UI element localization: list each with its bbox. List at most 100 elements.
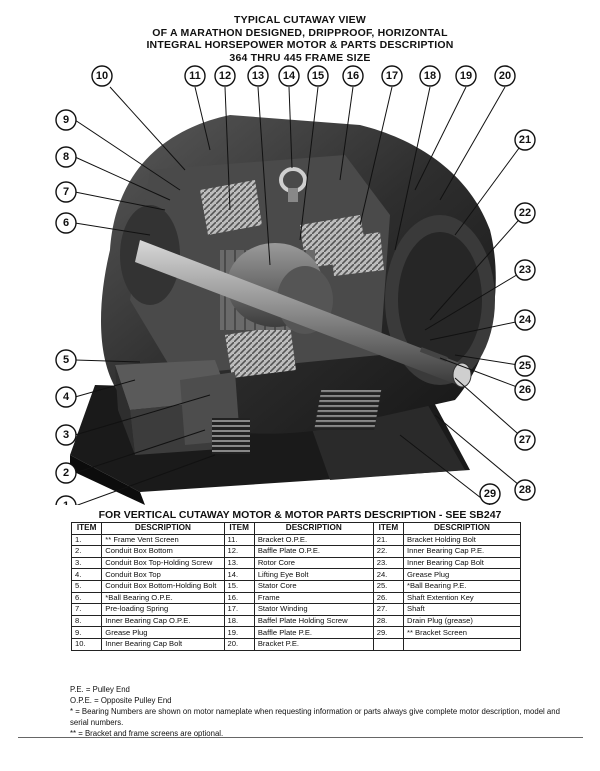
item-description: Stator Winding	[253, 603, 374, 616]
svg-text:1: 1	[63, 500, 69, 505]
svg-text:3: 3	[63, 429, 69, 441]
item-number: 16.	[223, 591, 255, 605]
item-description: Drain Plug (grease)	[403, 614, 521, 628]
item-description: ** Bracket Screen	[403, 626, 521, 639]
item-number: 8.	[70, 614, 103, 628]
svg-text:21: 21	[519, 134, 531, 146]
item-number: 25.	[372, 579, 405, 593]
item-number: 15.	[223, 579, 255, 593]
callout-17: 17	[381, 65, 403, 87]
table-header-row: ITEM DESCRIPTION ITEM DESCRIPTION ITEM D…	[70, 522, 521, 535]
svg-text:22: 22	[519, 207, 531, 219]
diagram-title: TYPICAL CUTAWAY VIEW OF A MARATHON DESIG…	[0, 14, 600, 64]
parts-subheading: FOR VERTICAL CUTAWAY MOTOR & MOTOR PARTS…	[98, 509, 502, 521]
svg-text:27: 27	[519, 434, 531, 446]
svg-text:16: 16	[347, 70, 359, 82]
svg-text:6: 6	[63, 217, 69, 229]
item-description	[403, 637, 521, 651]
svg-text:8: 8	[63, 151, 69, 163]
callout-2: 2	[55, 462, 77, 484]
svg-text:25: 25	[519, 360, 531, 372]
item-number: 18.	[223, 614, 255, 628]
item-description: Shaft	[403, 603, 521, 616]
callout-26: 26	[514, 379, 536, 401]
item-number: 27.	[372, 603, 405, 616]
callout-14: 14	[278, 65, 300, 87]
callout-13: 13	[247, 65, 269, 87]
callout-23: 23	[514, 259, 536, 281]
callout-24: 24	[514, 309, 536, 331]
callout-16: 16	[342, 65, 364, 87]
callout-20: 20	[494, 65, 516, 87]
callout-25: 25	[514, 355, 536, 377]
callout-labels: 1 2 3 4 5 6 7 8 9 10 11 12 13 14 15 16 1…	[55, 65, 536, 505]
callout-1: 1	[55, 495, 77, 505]
item-number: 17.	[223, 603, 255, 616]
callout-10: 10	[91, 65, 113, 87]
item-number: 10.	[70, 637, 103, 651]
item-description: Inner Bearing Cap P.E.	[403, 545, 521, 558]
svg-text:9: 9	[63, 114, 69, 126]
item-number: 14.	[223, 568, 255, 581]
callout-19: 19	[455, 65, 477, 87]
callout-28: 28	[514, 479, 536, 501]
item-number	[372, 637, 405, 651]
item-description: Bracket P.E.	[253, 637, 374, 651]
item-number: 4.	[70, 568, 103, 581]
svg-text:18: 18	[424, 70, 436, 82]
conduit-box	[115, 360, 250, 455]
item-description: Inner Bearing Cap Bolt	[101, 637, 225, 651]
footer-divider	[18, 737, 583, 738]
item-number: 6.	[70, 591, 103, 605]
item-number: 24.	[372, 568, 405, 581]
item-description: Stator Core	[253, 579, 374, 593]
callout-18: 18	[419, 65, 441, 87]
col-desc-1: DESCRIPTION	[101, 522, 225, 535]
table-row: 8.Inner Bearing Cap O.P.E.18.Baffel Plat…	[70, 614, 521, 628]
svg-text:23: 23	[519, 264, 531, 276]
callout-4: 4	[55, 386, 77, 408]
callout-29: 29	[479, 483, 501, 505]
col-desc-3: DESCRIPTION	[403, 522, 521, 535]
item-number: 13.	[223, 556, 255, 570]
item-description: ** Frame Vent Screen	[101, 533, 225, 547]
svg-text:29: 29	[484, 488, 496, 500]
item-number: 28.	[372, 614, 405, 628]
item-description: Pre-loading Spring	[101, 603, 225, 616]
item-description: Bracket Holding Bolt	[403, 533, 521, 547]
title-line-4: 364 THRU 445 FRAME SIZE	[229, 51, 371, 64]
callout-15: 15	[307, 65, 329, 87]
item-description: *Ball Bearing P.E.	[403, 579, 521, 593]
callout-9: 9	[55, 109, 77, 131]
item-description: Lifting Eye Bolt	[253, 568, 374, 581]
callout-27: 27	[514, 429, 536, 451]
lifting-eye	[279, 167, 307, 202]
col-item-1: ITEM	[70, 522, 103, 535]
legend-notes: P.E. = Pulley End O.P.E. = Opposite Pull…	[70, 684, 570, 739]
svg-text:5: 5	[63, 354, 69, 366]
callout-7: 7	[55, 181, 77, 203]
callout-22: 22	[514, 202, 536, 224]
title-line-1: TYPICAL CUTAWAY VIEW	[234, 14, 366, 26]
item-description: Bracket O.P.E.	[253, 533, 374, 547]
item-number: 7.	[70, 603, 103, 616]
item-number: 29.	[372, 626, 405, 639]
item-number: 2.	[70, 545, 103, 558]
item-number: 5.	[70, 579, 103, 593]
callout-6: 6	[55, 212, 77, 234]
title-line-3: INTEGRAL HORSEPOWER MOTOR & PARTS DESCRI…	[146, 39, 454, 51]
callout-21: 21	[514, 129, 536, 151]
svg-text:28: 28	[519, 484, 531, 496]
callout-8: 8	[55, 146, 77, 168]
item-description: Shaft Extention Key	[403, 591, 521, 605]
item-description: Conduit Box Top	[101, 568, 225, 581]
legend-ope: O.P.E. = Opposite Pulley End	[70, 696, 172, 705]
item-description: *Ball Bearing O.P.E.	[101, 591, 225, 605]
callout-11: 11	[184, 65, 206, 87]
item-number: 11.	[223, 533, 255, 547]
callout-5: 5	[55, 349, 77, 371]
